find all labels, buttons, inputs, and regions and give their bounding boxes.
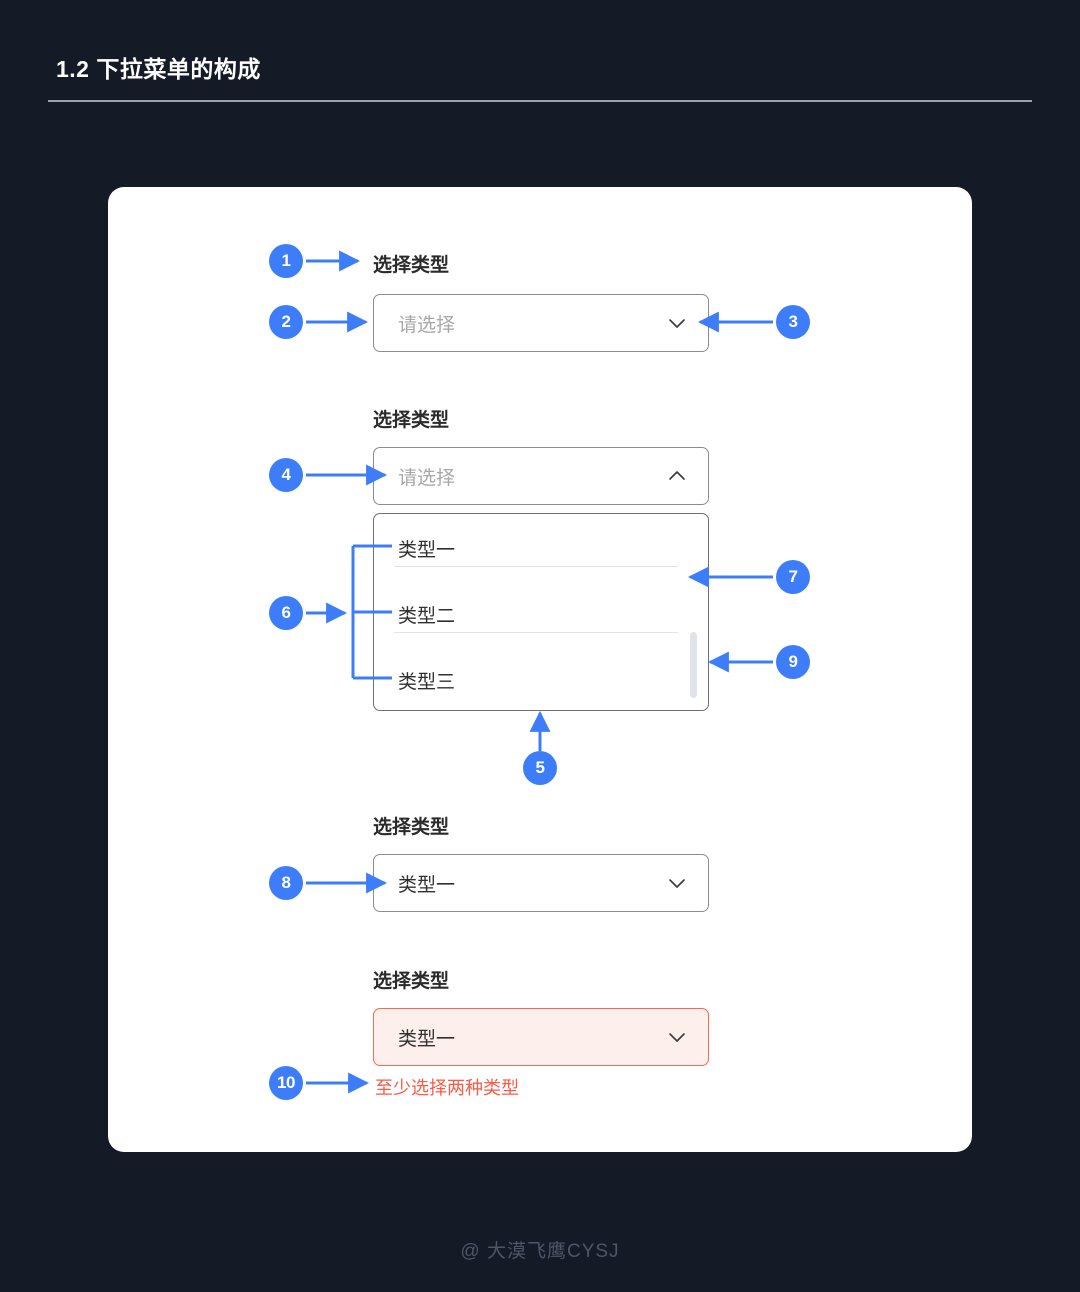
- select-selected-value: 类型一: [398, 874, 456, 896]
- marker-6[interactable]: 6: [269, 596, 303, 630]
- dropdown-scrollbar[interactable]: [690, 632, 697, 698]
- marker-5[interactable]: 5: [523, 751, 557, 785]
- dropdown-option-2[interactable]: 类型二: [398, 606, 456, 627]
- marker-2[interactable]: 2: [269, 305, 303, 339]
- error-message: 至少选择两种类型: [375, 1078, 519, 1098]
- field-label-selected: 选择类型: [373, 817, 450, 838]
- marker-7[interactable]: 7: [776, 560, 810, 594]
- field-label-open: 选择类型: [373, 410, 450, 431]
- dropdown-panel[interactable]: 类型一 类型二 类型三: [373, 513, 709, 711]
- dropdown-option-3[interactable]: 类型三: [398, 672, 456, 693]
- dropdown-option-1[interactable]: 类型一: [398, 540, 456, 561]
- marker-4[interactable]: 4: [269, 458, 303, 492]
- marker-8[interactable]: 8: [269, 866, 303, 900]
- field-label-default: 选择类型: [373, 255, 450, 276]
- dropdown-divider-2: [394, 632, 678, 633]
- page-title: 1.2 下拉菜单的构成: [56, 56, 261, 82]
- select-open[interactable]: 请选择: [373, 447, 709, 505]
- select-error[interactable]: 类型一: [373, 1008, 709, 1066]
- chevron-down-icon[interactable]: [666, 312, 688, 334]
- select-default[interactable]: 请选择: [373, 294, 709, 352]
- marker-1[interactable]: 1: [269, 244, 303, 278]
- header-divider: [48, 100, 1032, 102]
- marker-3[interactable]: 3: [776, 305, 810, 339]
- chevron-up-icon[interactable]: [666, 465, 688, 487]
- marker-10[interactable]: 10: [269, 1066, 303, 1100]
- dropdown-divider-1: [394, 566, 678, 567]
- chevron-down-icon[interactable]: [666, 1026, 688, 1048]
- select-selected[interactable]: 类型一: [373, 854, 709, 912]
- marker-9[interactable]: 9: [776, 645, 810, 679]
- chevron-down-icon[interactable]: [666, 872, 688, 894]
- select-default-placeholder: 请选择: [398, 314, 456, 336]
- select-open-placeholder: 请选择: [398, 467, 456, 489]
- select-error-value: 类型一: [398, 1028, 456, 1050]
- watermark: @ 大漠飞鹰CYSJ: [460, 1241, 620, 1262]
- field-label-error: 选择类型: [373, 971, 450, 992]
